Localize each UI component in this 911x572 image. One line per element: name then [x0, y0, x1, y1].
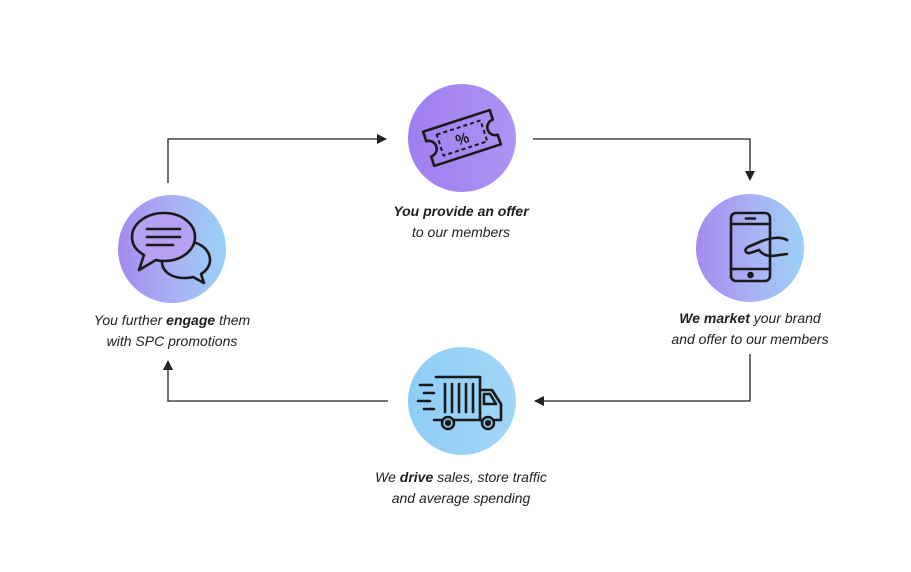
- offer-node-circle: %: [408, 84, 516, 192]
- market-caption-line1: We market your brand: [679, 310, 821, 326]
- offer-caption-line1: You provide an offer: [393, 203, 529, 219]
- drive-node-circle: [408, 347, 516, 455]
- engage-caption-line1: You further engage them: [93, 312, 251, 328]
- drive-caption-line1: We drive sales, store traffic: [375, 469, 547, 485]
- drive-caption-line2: and average spending: [391, 490, 531, 506]
- arrow-offer-to-market: [533, 138, 755, 181]
- smartphone-hand-icon: [729, 211, 789, 283]
- offer-caption: You provide an offer to our members: [366, 201, 556, 243]
- coupon-percent-glyph: %: [453, 129, 471, 149]
- market-caption-line2: and offer to our members: [671, 331, 829, 347]
- coupon-icon: %: [421, 108, 503, 168]
- chat-bubbles-icon: [130, 211, 212, 285]
- delivery-truck-icon: [416, 375, 503, 431]
- arrow-engage-to-offer: [167, 134, 387, 183]
- engage-caption-line2: with SPC promotions: [106, 333, 238, 349]
- arrow-market-to-drive: [534, 354, 751, 406]
- market-node-circle: [696, 194, 804, 302]
- drive-caption: We drive sales, store traffic and averag…: [345, 467, 577, 509]
- engage-caption: You further engage them with SPC promoti…: [72, 310, 272, 352]
- offer-caption-line2: to our members: [411, 224, 511, 240]
- market-caption: We market your brand and offer to our me…: [645, 308, 855, 350]
- engage-node-circle: [118, 195, 226, 303]
- arrow-drive-to-engage: [163, 360, 388, 402]
